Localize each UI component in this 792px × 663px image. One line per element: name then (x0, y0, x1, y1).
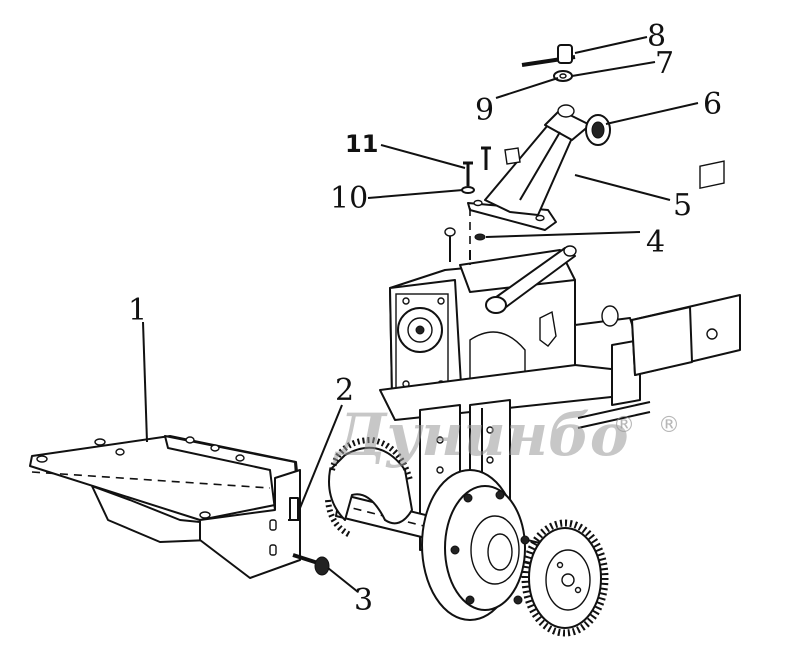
callout-6: 6 (703, 87, 722, 122)
callout-labels: 1 2 3 4 5 6 7 8 9 10 11 (128, 19, 722, 618)
part-6-swivel-bushing (557, 104, 611, 146)
part-1-guard-plate (29, 435, 301, 579)
part-4-pin (469, 208, 486, 265)
watermark-registered-mark-2: ® (613, 413, 635, 438)
part-8-lock-pin (521, 44, 576, 67)
callout-5: 5 (673, 188, 692, 223)
watermark-registered-mark: ® (658, 413, 680, 438)
callout-3: 3 (354, 583, 373, 618)
callout-10: 10 (330, 181, 368, 216)
leader-lines (142, 36, 699, 593)
part-5-support-arm (467, 109, 591, 231)
part-3-bolt (292, 553, 330, 576)
part-10-washer (461, 186, 475, 194)
hitch-drawbar (577, 160, 741, 429)
right-tine-wheel (521, 519, 609, 637)
watermark-text: Дунинбо (332, 401, 629, 469)
center-disc-hub (421, 469, 530, 621)
callout-4: 4 (646, 225, 665, 260)
part-11-bolts (463, 146, 491, 186)
gear-lever (485, 245, 577, 347)
callout-1: 1 (128, 293, 147, 328)
callout-11: 11 (345, 130, 378, 158)
callout-2: 2 (335, 373, 354, 408)
callout-8: 8 (647, 19, 666, 54)
part-7-washer (553, 70, 573, 82)
left-tine-wheel (325, 436, 413, 538)
callout-9: 9 (475, 93, 494, 128)
watermark: Дунинбо ® ® (332, 401, 680, 469)
callout-7: 7 (655, 46, 674, 81)
part-2-pin (288, 497, 300, 521)
